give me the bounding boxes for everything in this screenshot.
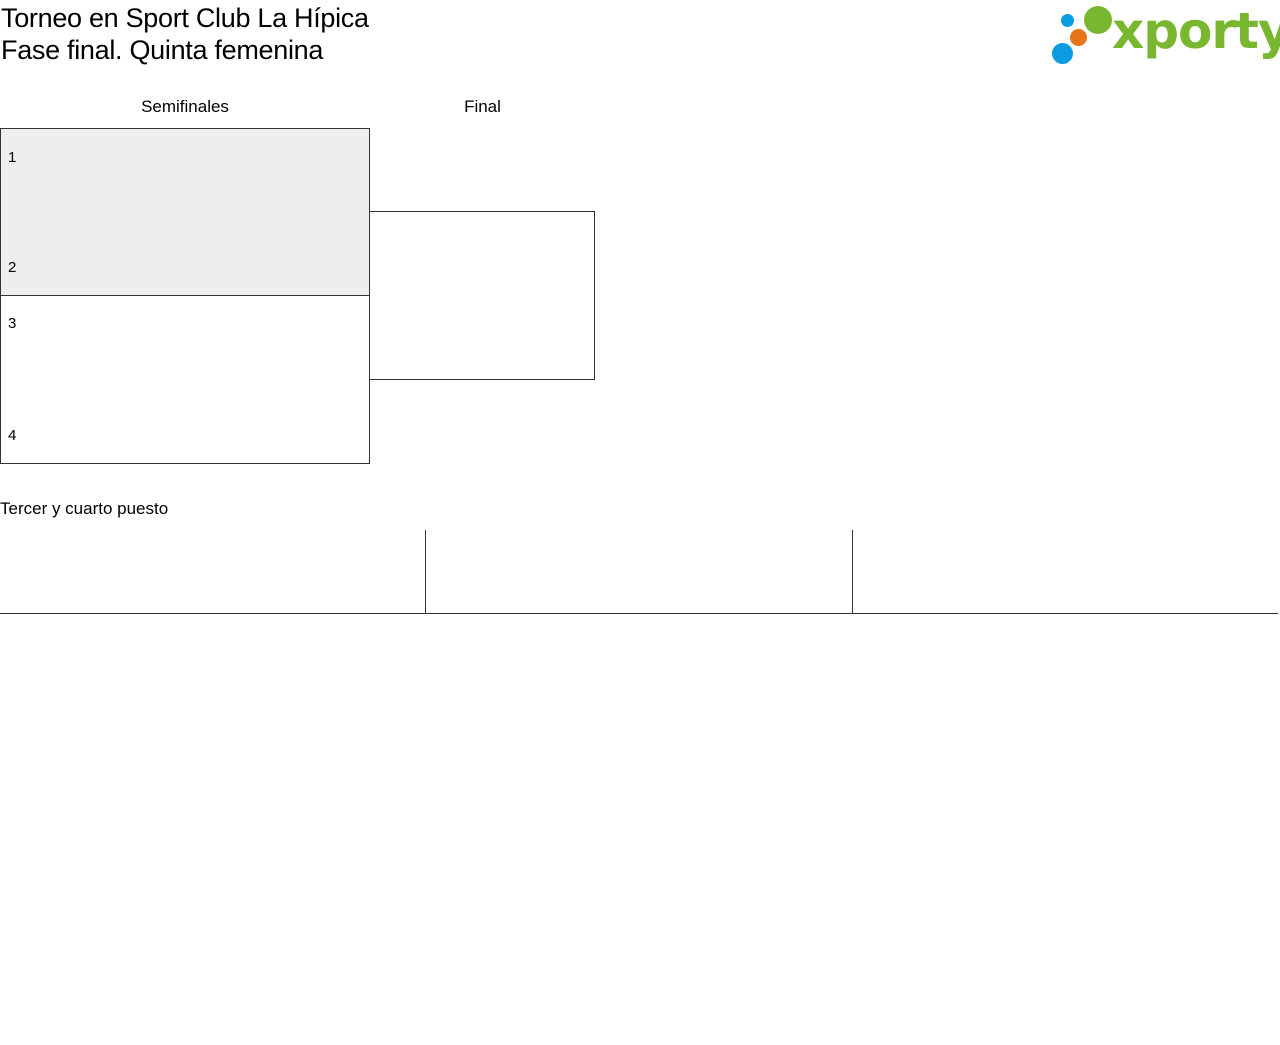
- seed-label: 3: [8, 315, 17, 332]
- seed-label: 4: [8, 427, 17, 444]
- round-header-final: Final: [464, 97, 501, 116]
- logo-wordmark: xporty: [1112, 2, 1280, 60]
- logo-dot-green-icon: [1084, 6, 1112, 34]
- logo-dot-orange-icon: [1070, 29, 1087, 46]
- tournament-title: Torneo en Sport Club La Hípica: [1, 3, 369, 33]
- final-match[interactable]: [369, 211, 595, 380]
- semifinal-match-1[interactable]: 1 2: [0, 128, 370, 296]
- third-place-slot-right[interactable]: [852, 530, 1278, 614]
- third-place-slot-middle[interactable]: [426, 530, 852, 614]
- logo-dot-blue-small-icon: [1061, 14, 1074, 27]
- seed-label: 2: [8, 259, 17, 276]
- semifinal-match-2[interactable]: 3 4: [0, 295, 370, 464]
- third-place-title: Tercer y cuarto puesto: [0, 499, 169, 518]
- seed-label: 1: [8, 149, 17, 166]
- logo-dot-blue-large-icon: [1052, 43, 1073, 64]
- xporty-logo: xporty: [1050, 2, 1280, 66]
- round-header-semifinales: Semifinales: [141, 97, 229, 116]
- phase-subtitle: Fase final. Quinta femenina: [1, 35, 324, 65]
- third-place-slot-left[interactable]: [0, 530, 426, 614]
